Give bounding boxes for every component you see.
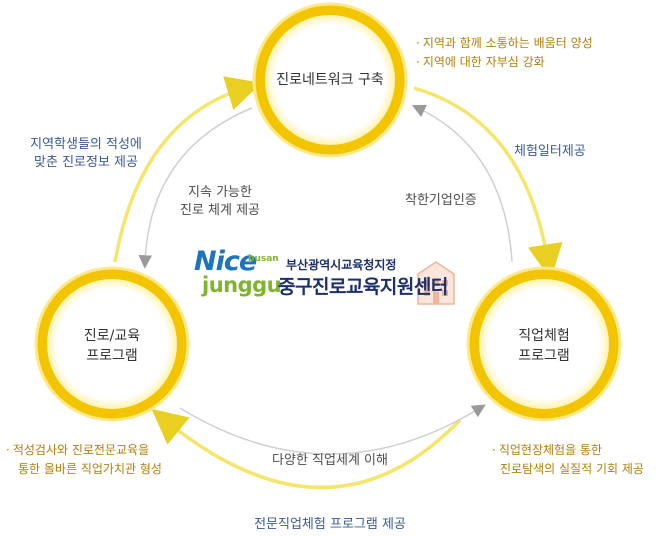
node-top [252,2,408,158]
note-bottom-right: ·직업현장체험을 통한 진로탐색의 실질적 기회 제공 [492,441,644,478]
outer-label-left-line1: 지역학생들의 적성에 [30,137,142,152]
outer-label-left-line2: 맞춘 진로정보 제공 [34,154,138,170]
note-top-right-item1: ·지역과 함께 소통하는 배움터 양성 [416,34,593,53]
note-bottom-left-text1: 적성검사와 진로전문교육을 [12,443,150,457]
inner-label-left-line2: 진로 체계 제공 [179,202,261,218]
note-bottom-left-item1: ·적성검사와 진로전문교육을 [6,441,162,460]
inner-label-bottom: 다양한 직업세계 이해 [272,453,388,468]
node-top-text: 진로네트워크 구축 [276,72,384,88]
bullet: · [416,36,420,50]
node-left-line2: 프로그램 [86,348,138,365]
note-bottom-left-text2: 통한 올바른 직업가치관 형성 [18,461,162,476]
note-top-right-item2: ·지역에 대한 자부심 강화 [416,53,593,72]
node-left-line1: 진로/교육 [83,328,141,344]
note-top-right-text2: 지역에 대한 자부심 강화 [422,54,545,69]
logo-org-text: 부산광역시교육청지정 [286,258,397,272]
node-top-label: 진로네트워크 구축 [255,70,405,90]
outer-label-bottom: 전문직업체험 프로그램 제공 [254,517,406,532]
note-bottom-left: ·적성검사와 진로전문교육을 통한 올바른 직업가치관 형성 [6,441,162,478]
inner-label-left-line1: 지속 가능한 [188,185,252,200]
outer-label-right: 체험일터제공 [514,144,586,159]
bullet: · [6,443,10,457]
inner-arrow-right [411,104,513,263]
outer-arrow-left [113,76,262,263]
node-right-line1: 직업체험 [518,328,570,344]
building-icon [417,261,455,305]
inner-label-right: 착한기업인증 [405,193,477,208]
node-right-label: 직업체험 프로그램 [469,326,619,367]
note-top-right: ·지역과 함께 소통하는 배움터 양성 ·지역에 대한 자부심 강화 [416,34,593,71]
logo-busan-text: busan [248,254,279,264]
bullet: · [492,443,496,457]
node-left-label: 진로/교육 프로그램 [37,326,187,367]
node-right [466,266,622,422]
inner-label-left: 지속 가능한 진로 체계 제공 [160,184,280,219]
note-top-right-text1: 지역과 함께 소통하는 배움터 양성 [422,36,593,50]
outer-label-left: 지역학생들의 적성에 맞춘 진로정보 제공 [14,136,158,171]
node-right-line2: 프로그램 [518,348,570,365]
inner-arrow-bottom [179,404,486,455]
note-bottom-right-text2: 진로탐색의 실질적 기회 제공 [500,461,644,476]
note-bottom-right-text1: 직업현장체험을 통한 [498,443,603,457]
center-logo: Nice busan junggu 부산광역시교육청지정 중구진로교육지원센터 [190,246,470,310]
note-bottom-right-item1: ·직업현장체험을 통한 [492,441,644,460]
outer-arrow-right [413,86,563,280]
inner-arrow-left [138,107,253,269]
logo-nice-text: Nice [194,246,257,277]
logo-center-name: 중구진로교육지원센터 [278,276,448,298]
outer-arrow-bottom [151,408,462,490]
node-left [34,266,190,422]
logo-junggu-text: junggu [202,273,282,297]
bullet: · [416,54,420,69]
